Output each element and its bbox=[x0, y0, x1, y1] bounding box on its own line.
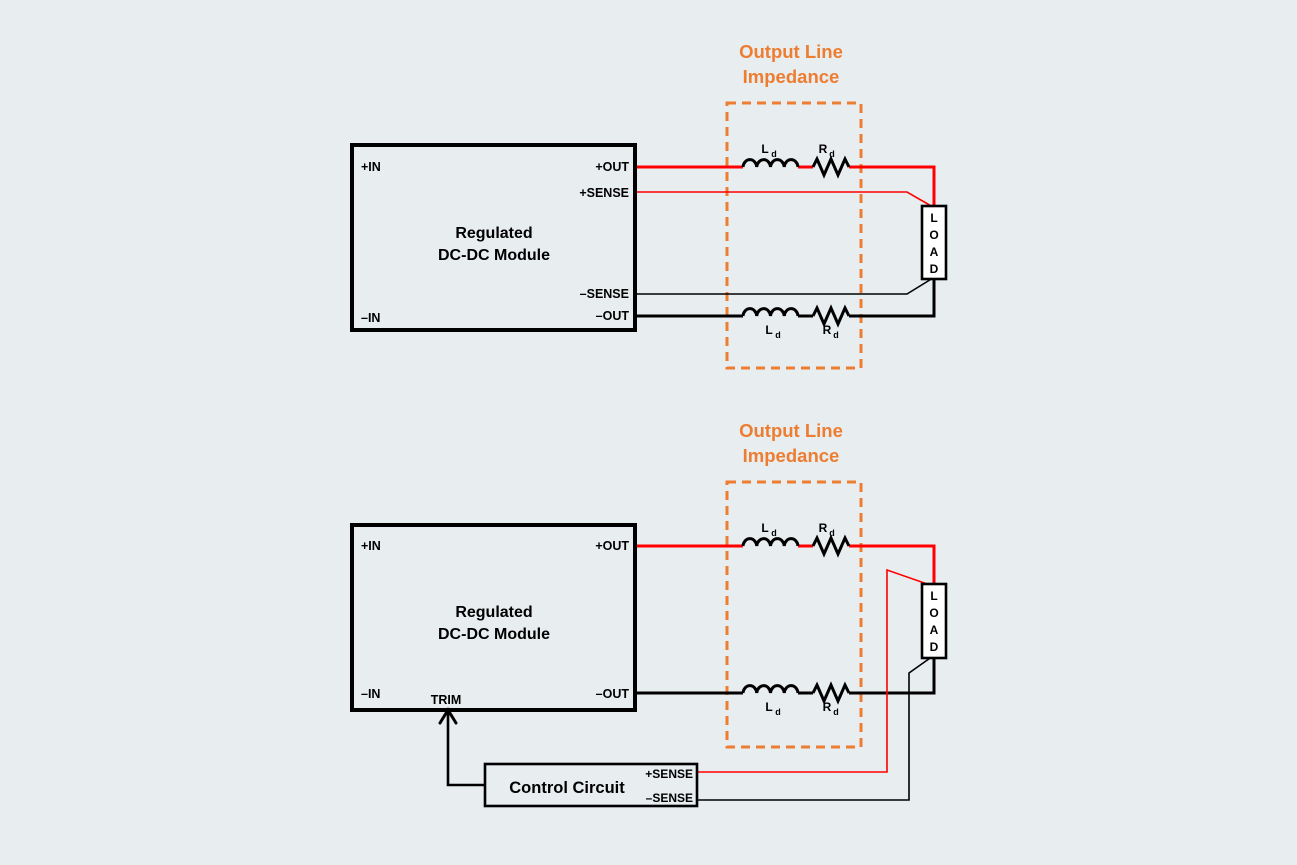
load-letter: L bbox=[930, 589, 937, 603]
control-pin-neg-sense: –SENSE bbox=[646, 791, 693, 805]
impedance-title-line1: Output Line bbox=[739, 420, 843, 441]
inductor-label: L bbox=[765, 323, 772, 337]
resistor-label: R bbox=[819, 142, 828, 156]
impedance-title-line2: Impedance bbox=[743, 66, 840, 87]
resistor-label: R bbox=[823, 323, 832, 337]
inductor-label: L bbox=[761, 142, 768, 156]
dc-dc-module-box bbox=[350, 523, 637, 712]
resistor-label-subscript: d bbox=[833, 707, 839, 717]
inductor-symbol bbox=[741, 158, 800, 168]
pin-neg-out: –OUT bbox=[596, 309, 630, 323]
bottom-diagram: Output Line Impedance L d R d L d R d Re… bbox=[350, 420, 948, 808]
dc-dc-module-box bbox=[350, 143, 637, 332]
pin-neg-in: –IN bbox=[361, 311, 380, 325]
impedance-title-line2: Impedance bbox=[743, 445, 840, 466]
load-letter: A bbox=[930, 245, 939, 259]
resistor-symbol bbox=[811, 534, 851, 558]
control-circuit-name: Control Circuit bbox=[509, 779, 625, 797]
wire-neg-sense bbox=[697, 655, 934, 801]
inductor-label-subscript: d bbox=[771, 528, 777, 538]
wire-pos-out bbox=[635, 544, 936, 586]
impedance-title-line1: Output Line bbox=[739, 41, 843, 62]
resistor-label: R bbox=[819, 521, 828, 535]
load-letter: O bbox=[929, 606, 938, 620]
load-box bbox=[920, 204, 948, 281]
resistor-label-subscript: d bbox=[829, 528, 835, 538]
pin-trim: TRIM bbox=[431, 693, 462, 707]
wire-neg-out bbox=[635, 656, 936, 695]
resistor-symbol bbox=[811, 155, 851, 179]
inductor-label: L bbox=[761, 521, 768, 535]
pin-pos-in: +IN bbox=[361, 160, 381, 174]
control-pin-pos-sense: +SENSE bbox=[645, 767, 693, 781]
top-diagram: Output Line Impedance L d R d L d R d Re… bbox=[350, 41, 948, 370]
wire-neg-sense bbox=[635, 277, 934, 295]
load-letter: D bbox=[930, 262, 939, 276]
inductor-label-subscript: d bbox=[775, 330, 781, 340]
output-line-impedance-box bbox=[725, 101, 863, 370]
module-name-line2: DC-DC Module bbox=[438, 626, 550, 643]
pin-pos-out: +OUT bbox=[595, 539, 629, 553]
module-name-line2: DC-DC Module bbox=[438, 247, 550, 264]
load-letter: D bbox=[930, 640, 939, 654]
wire-pos-sense bbox=[635, 191, 934, 208]
inductor-label-subscript: d bbox=[771, 149, 777, 159]
control-circuit-box bbox=[483, 762, 699, 808]
pin-neg-out: –OUT bbox=[596, 687, 630, 701]
wire-trim-feedback bbox=[446, 712, 485, 787]
pin-neg-in: –IN bbox=[361, 687, 380, 701]
pin-pos-sense: +SENSE bbox=[579, 186, 629, 200]
wire-neg-out bbox=[635, 278, 936, 318]
pin-pos-in: +IN bbox=[361, 539, 381, 553]
pin-neg-sense: –SENSE bbox=[580, 287, 629, 301]
resistor-label-subscript: d bbox=[829, 149, 835, 159]
inductor-label: L bbox=[765, 700, 772, 714]
module-name-line1: Regulated bbox=[455, 225, 532, 242]
module-name-line1: Regulated bbox=[455, 604, 532, 621]
inductor-label-subscript: d bbox=[775, 707, 781, 717]
output-line-impedance-box bbox=[725, 480, 863, 749]
load-letter: L bbox=[930, 211, 937, 225]
inductor-symbol bbox=[741, 307, 800, 317]
wire-pos-sense bbox=[697, 568, 934, 773]
load-letter: O bbox=[929, 228, 938, 242]
resistor-label: R bbox=[823, 700, 832, 714]
resistor-symbol bbox=[811, 681, 851, 705]
wire-pos-out bbox=[635, 165, 936, 207]
pin-pos-out: +OUT bbox=[595, 160, 629, 174]
resistor-symbol bbox=[811, 304, 851, 328]
load-box bbox=[920, 582, 948, 660]
inductor-symbol bbox=[741, 537, 800, 547]
inductor-symbol bbox=[741, 684, 800, 694]
resistor-label-subscript: d bbox=[833, 330, 839, 340]
load-letter: A bbox=[930, 623, 939, 637]
